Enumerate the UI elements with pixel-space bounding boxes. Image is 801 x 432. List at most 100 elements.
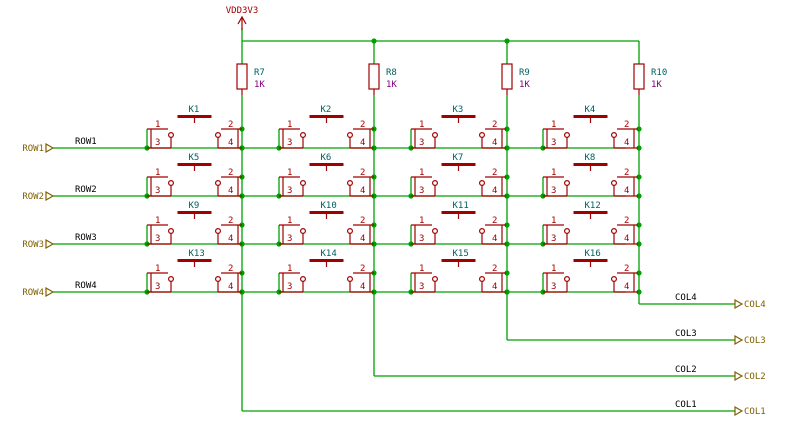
- pin-number: 1: [551, 216, 556, 226]
- pin-number: 3: [287, 186, 292, 196]
- column-junction-dot: [504, 126, 510, 132]
- pin-number: 1: [419, 168, 424, 178]
- switch-contact: [168, 132, 175, 139]
- switch-contact: [215, 276, 222, 283]
- pin-number: 3: [419, 282, 424, 292]
- switch-contact: [610, 180, 617, 187]
- resistor-ref: R9: [519, 68, 530, 78]
- pin-number: 4: [492, 138, 497, 148]
- pushbutton-switch: [543, 115, 638, 149]
- pin-number: 2: [492, 264, 497, 274]
- switch-contact: [300, 132, 307, 139]
- row-port-label: ROW3: [22, 240, 44, 250]
- pin-number: 3: [551, 282, 556, 292]
- pushbutton-switch: [147, 163, 242, 197]
- pin-number: 1: [419, 264, 424, 274]
- switch-ref: K10: [321, 201, 337, 211]
- switch-ref: K6: [321, 153, 332, 163]
- row-port-label: ROW4: [22, 288, 44, 298]
- switch-ref: K11: [453, 201, 469, 211]
- pushbutton-switch: [279, 259, 374, 293]
- switch-ref: K15: [453, 249, 469, 259]
- switch-contact: [479, 132, 486, 139]
- pin-number: 2: [360, 120, 365, 130]
- pin-number: 2: [492, 216, 497, 226]
- pushbutton-switch: [147, 259, 242, 293]
- resistor-value: 1K: [386, 80, 397, 90]
- pin-number: 2: [228, 264, 233, 274]
- column-net-label: COL2: [675, 365, 697, 375]
- switch-ref: K4: [585, 105, 596, 115]
- pin-number: 3: [419, 234, 424, 244]
- switch-contact: [168, 180, 175, 187]
- switch-contact: [563, 132, 570, 139]
- pin-number: 2: [624, 168, 629, 178]
- switch-contact: [563, 276, 570, 283]
- pin-number: 4: [228, 282, 233, 292]
- switch-contact: [432, 276, 439, 283]
- switch-ref: K16: [585, 249, 601, 259]
- pin-number: 2: [492, 168, 497, 178]
- pin-number: 1: [155, 216, 160, 226]
- row-junction-dot: [504, 193, 510, 199]
- pin-number: 4: [360, 138, 365, 148]
- pin-number: 2: [228, 216, 233, 226]
- switch-contact: [300, 276, 307, 283]
- resistor-value: 1K: [519, 80, 530, 90]
- pushbutton-switch: [543, 259, 638, 293]
- pin-number: 1: [419, 120, 424, 130]
- switch-contact: [300, 180, 307, 187]
- pin-number: 1: [287, 120, 292, 130]
- pin-number: 4: [360, 186, 365, 196]
- column-port-arrow-icon: [734, 370, 744, 382]
- column-junction-dot: [636, 145, 642, 151]
- switch-contact: [347, 228, 354, 235]
- column-junction-dot: [636, 270, 642, 276]
- pin-number: 2: [624, 120, 629, 130]
- switch-contact: [347, 276, 354, 283]
- column-net-label: COL4: [675, 293, 697, 303]
- pin-number: 1: [287, 216, 292, 226]
- pin-number: 3: [155, 282, 160, 292]
- pushbutton-switch: [279, 163, 374, 197]
- resistor-ref: R7: [254, 68, 265, 78]
- switch-contact: [347, 180, 354, 187]
- row-port-label: ROW1: [22, 144, 44, 154]
- column-junction-dot: [504, 174, 510, 180]
- pin-number: 3: [287, 282, 292, 292]
- pin-number: 4: [360, 234, 365, 244]
- pin-number: 4: [624, 282, 629, 292]
- pin-number: 1: [287, 264, 292, 274]
- column-junction-dot: [636, 241, 642, 247]
- pin-number: 1: [287, 168, 292, 178]
- switch-contact: [479, 228, 486, 235]
- pin-number: 2: [360, 216, 365, 226]
- row-port-arrow-icon: [45, 142, 55, 154]
- switch-contact: [610, 276, 617, 283]
- switch-contact: [215, 228, 222, 235]
- pin-number: 3: [155, 138, 160, 148]
- switch-contact: [479, 180, 486, 187]
- row-junction-dot: [504, 289, 510, 295]
- switch-contact: [168, 228, 175, 235]
- pin-number: 1: [419, 216, 424, 226]
- column-junction-dot: [636, 193, 642, 199]
- switch-contact: [432, 180, 439, 187]
- column-junction-dot: [504, 270, 510, 276]
- switch-ref: K14: [321, 249, 337, 259]
- pin-number: 3: [155, 234, 160, 244]
- pushbutton-switch: [411, 259, 506, 293]
- switch-ref: K5: [189, 153, 200, 163]
- column-port-label: COL4: [744, 300, 766, 310]
- column-junction-dot: [636, 222, 642, 228]
- switch-ref: K3: [453, 105, 464, 115]
- pushbutton-switch: [411, 163, 506, 197]
- row-junction-dot: [504, 241, 510, 247]
- pin-number: 4: [624, 186, 629, 196]
- power-label: VDD3V3: [226, 6, 259, 16]
- pin-number: 1: [155, 168, 160, 178]
- pin-number: 3: [155, 186, 160, 196]
- pin-number: 4: [492, 186, 497, 196]
- switch-ref: K7: [453, 153, 464, 163]
- labels-layer: VDD3V3R71KR81KR91KR101KCOL1COL1COL2COL2C…: [22, 6, 765, 417]
